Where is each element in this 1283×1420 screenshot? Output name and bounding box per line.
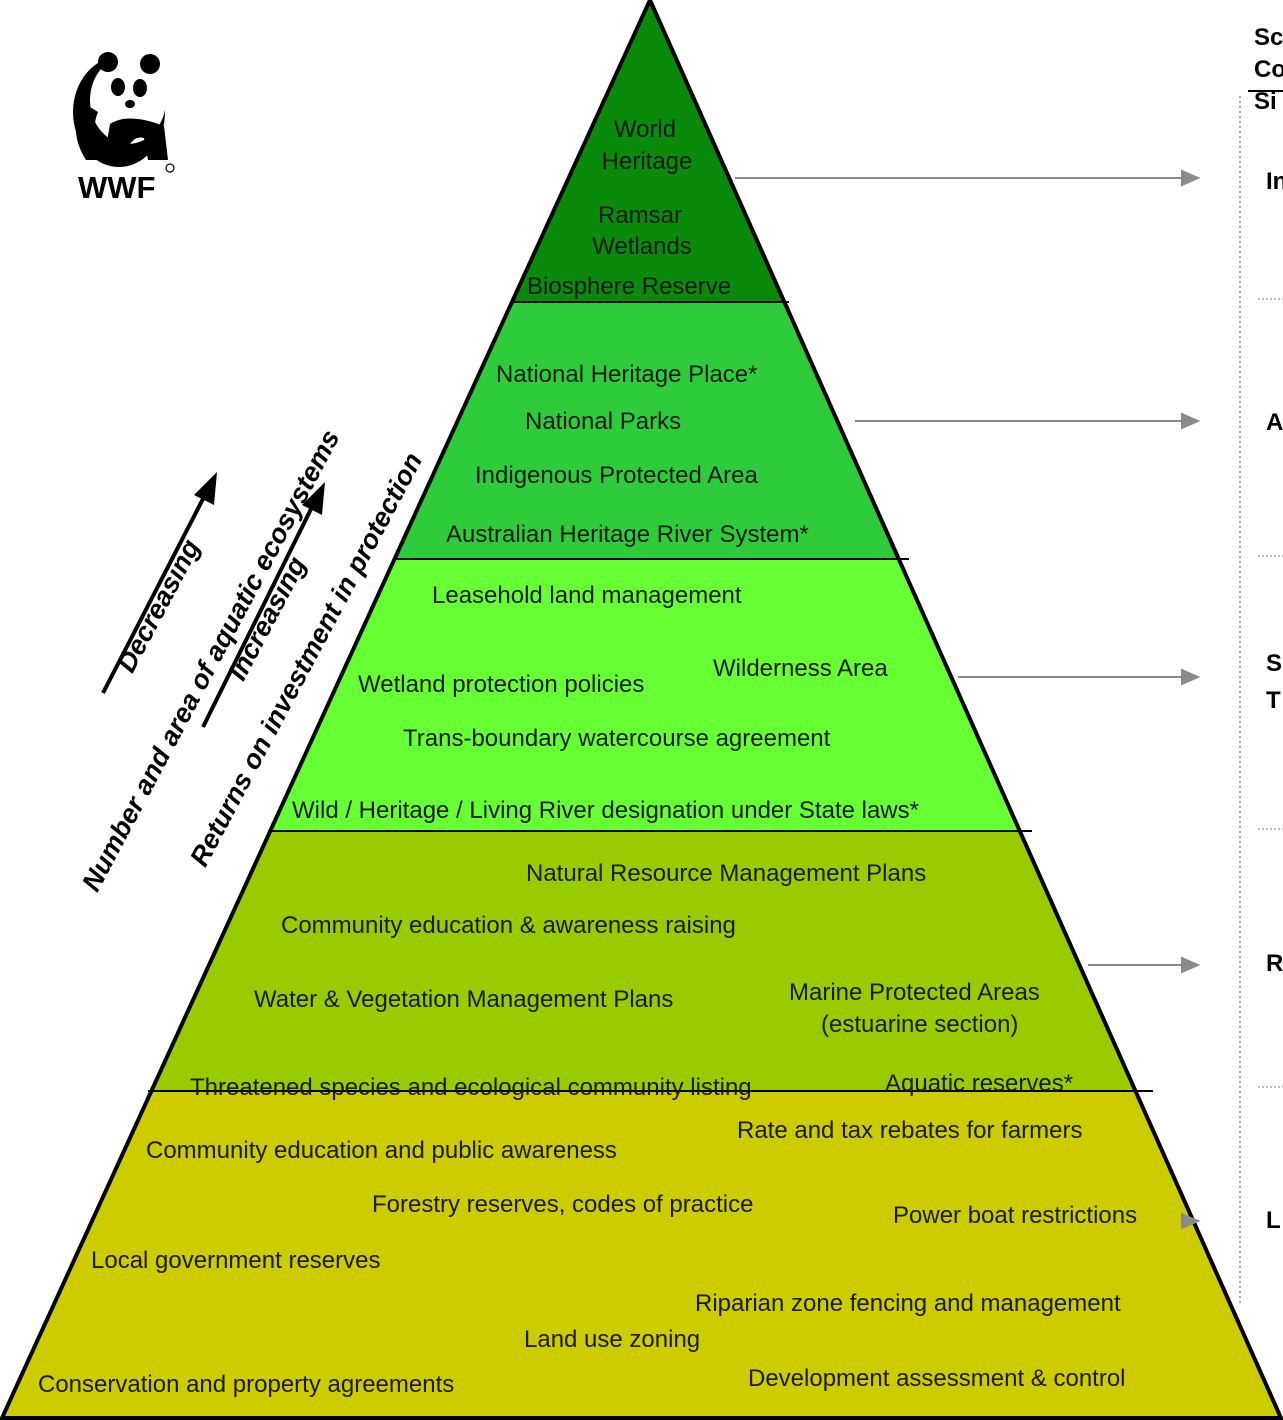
arrowhead bbox=[1181, 668, 1201, 686]
tier2-label: Indigenous Protected Area bbox=[475, 462, 758, 489]
arrowhead bbox=[302, 482, 325, 515]
header-line: Co bbox=[1254, 56, 1283, 83]
tier4-label: (estuarine section) bbox=[821, 1011, 1019, 1038]
tier4-label: Water & Vegetation Management Plans bbox=[254, 986, 674, 1013]
header-line: Sc bbox=[1254, 24, 1283, 51]
tier4-label: Threatened species and ecological commun… bbox=[190, 1074, 752, 1101]
wwf-logo: WWF bbox=[64, 42, 186, 205]
tier4-label: Aquatic reserves* bbox=[885, 1070, 1074, 1097]
arrowhead bbox=[1181, 1212, 1201, 1230]
side-label-state: S bbox=[1266, 650, 1283, 677]
side-label-australian: A bbox=[1266, 409, 1283, 436]
arrowhead bbox=[194, 472, 217, 505]
tier3-label: Trans-boundary watercourse agreement bbox=[403, 725, 831, 752]
tier1-label: World bbox=[613, 116, 677, 143]
side-label-regional: R bbox=[1266, 950, 1283, 977]
arrowhead bbox=[1181, 956, 1201, 974]
tier2-label: Australian Heritage River System* bbox=[446, 521, 809, 548]
tier5-label: Land use zoning bbox=[524, 1326, 701, 1353]
tier-5-band bbox=[2, 1091, 1281, 1418]
arrowhead bbox=[1181, 169, 1201, 187]
tier3-label: Wetland protection policies bbox=[358, 671, 645, 698]
tier5-label: Riparian zone fencing and management bbox=[695, 1290, 1121, 1317]
panda-icon bbox=[73, 52, 175, 173]
tier5-label: Forestry reserves, codes of practice bbox=[372, 1191, 754, 1218]
tier4-label: Natural Resource Management Plans bbox=[526, 860, 927, 887]
tier1-label: Ramsar bbox=[597, 202, 682, 229]
decreasing-arrow bbox=[101, 494, 207, 694]
tier5-label: Rate and tax rebates for farmers bbox=[737, 1117, 1083, 1144]
tier4-label: Community education & awareness raising bbox=[281, 912, 736, 939]
tier5-label: Power boat restrictions bbox=[893, 1202, 1138, 1229]
increasing-arrow bbox=[201, 504, 315, 728]
tier1-label: Biosphere Reserve bbox=[527, 273, 732, 300]
side-label-international: In bbox=[1266, 168, 1283, 195]
tier2-label: National Heritage Place* bbox=[496, 361, 758, 388]
tier2-label: National Parks bbox=[525, 408, 682, 435]
tier5-label: Community education and public awareness bbox=[146, 1137, 617, 1164]
logo-text: WWF bbox=[78, 170, 156, 205]
tier5-label: Development assessment & control bbox=[748, 1365, 1126, 1392]
tier5-label: Conservation and property agreements bbox=[38, 1371, 455, 1398]
side-label-local: L bbox=[1266, 1207, 1281, 1234]
tier1-label: Heritage bbox=[601, 148, 693, 175]
side-label-territory: T bbox=[1266, 687, 1281, 714]
arrowhead bbox=[1181, 412, 1201, 430]
tier3-label: Leasehold land management bbox=[432, 582, 742, 609]
tier3-label: Wilderness Area bbox=[713, 655, 888, 682]
header-line: Si bbox=[1254, 88, 1277, 115]
tier5-label: Local government reserves bbox=[91, 1247, 381, 1274]
tier3-label: Wild / Heritage / Living River designati… bbox=[292, 797, 919, 824]
tier1-label: Wetlands bbox=[592, 233, 692, 260]
tier4-label: Marine Protected Areas bbox=[789, 979, 1040, 1006]
column-header: Sc Co Si bbox=[1254, 22, 1283, 118]
